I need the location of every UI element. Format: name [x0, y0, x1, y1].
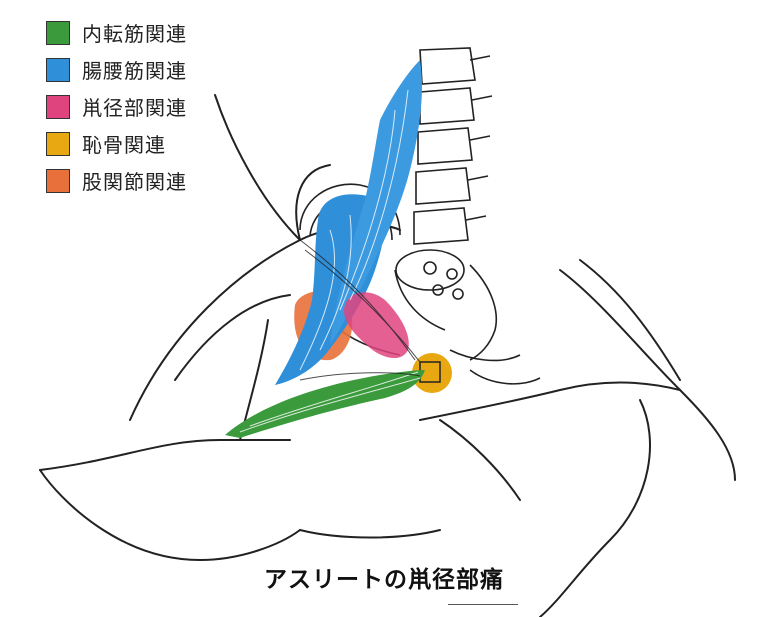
lumbar-spine — [413, 47, 493, 245]
legend-item-iliopsoas: 腸腰筋関連 — [46, 51, 187, 88]
iliopsoas-region — [275, 60, 422, 385]
legend-swatch — [46, 20, 70, 45]
legend-swatch — [46, 57, 70, 82]
adductor-region — [225, 370, 425, 438]
legend-label: 内転筋関連 — [82, 22, 187, 46]
legend: 内転筋関連 腸腰筋関連 鼡径部関連 恥骨関連 股関節関連 — [46, 14, 187, 199]
legend-swatch — [46, 168, 70, 193]
body-outline — [39, 94, 736, 617]
legend-item-groin: 鼡径部関連 — [46, 88, 187, 125]
legend-item-pubic: 恥骨関連 — [46, 125, 187, 162]
legend-label: 恥骨関連 — [82, 133, 166, 157]
muscle-fiber-lines — [239, 89, 421, 433]
figure-caption: アスリートの鼡径部痛 — [264, 567, 504, 593]
legend-swatch — [46, 131, 70, 156]
legend-item-adductor: 内転筋関連 — [46, 14, 187, 51]
caption-divider — [448, 604, 518, 605]
legend-label: 腸腰筋関連 — [82, 59, 187, 83]
legend-label: 股関節関連 — [82, 170, 187, 194]
groin-region — [344, 292, 409, 359]
legend-swatch — [46, 94, 70, 119]
legend-label: 鼡径部関連 — [82, 96, 187, 120]
legend-item-hip-joint: 股関節関連 — [46, 162, 187, 199]
